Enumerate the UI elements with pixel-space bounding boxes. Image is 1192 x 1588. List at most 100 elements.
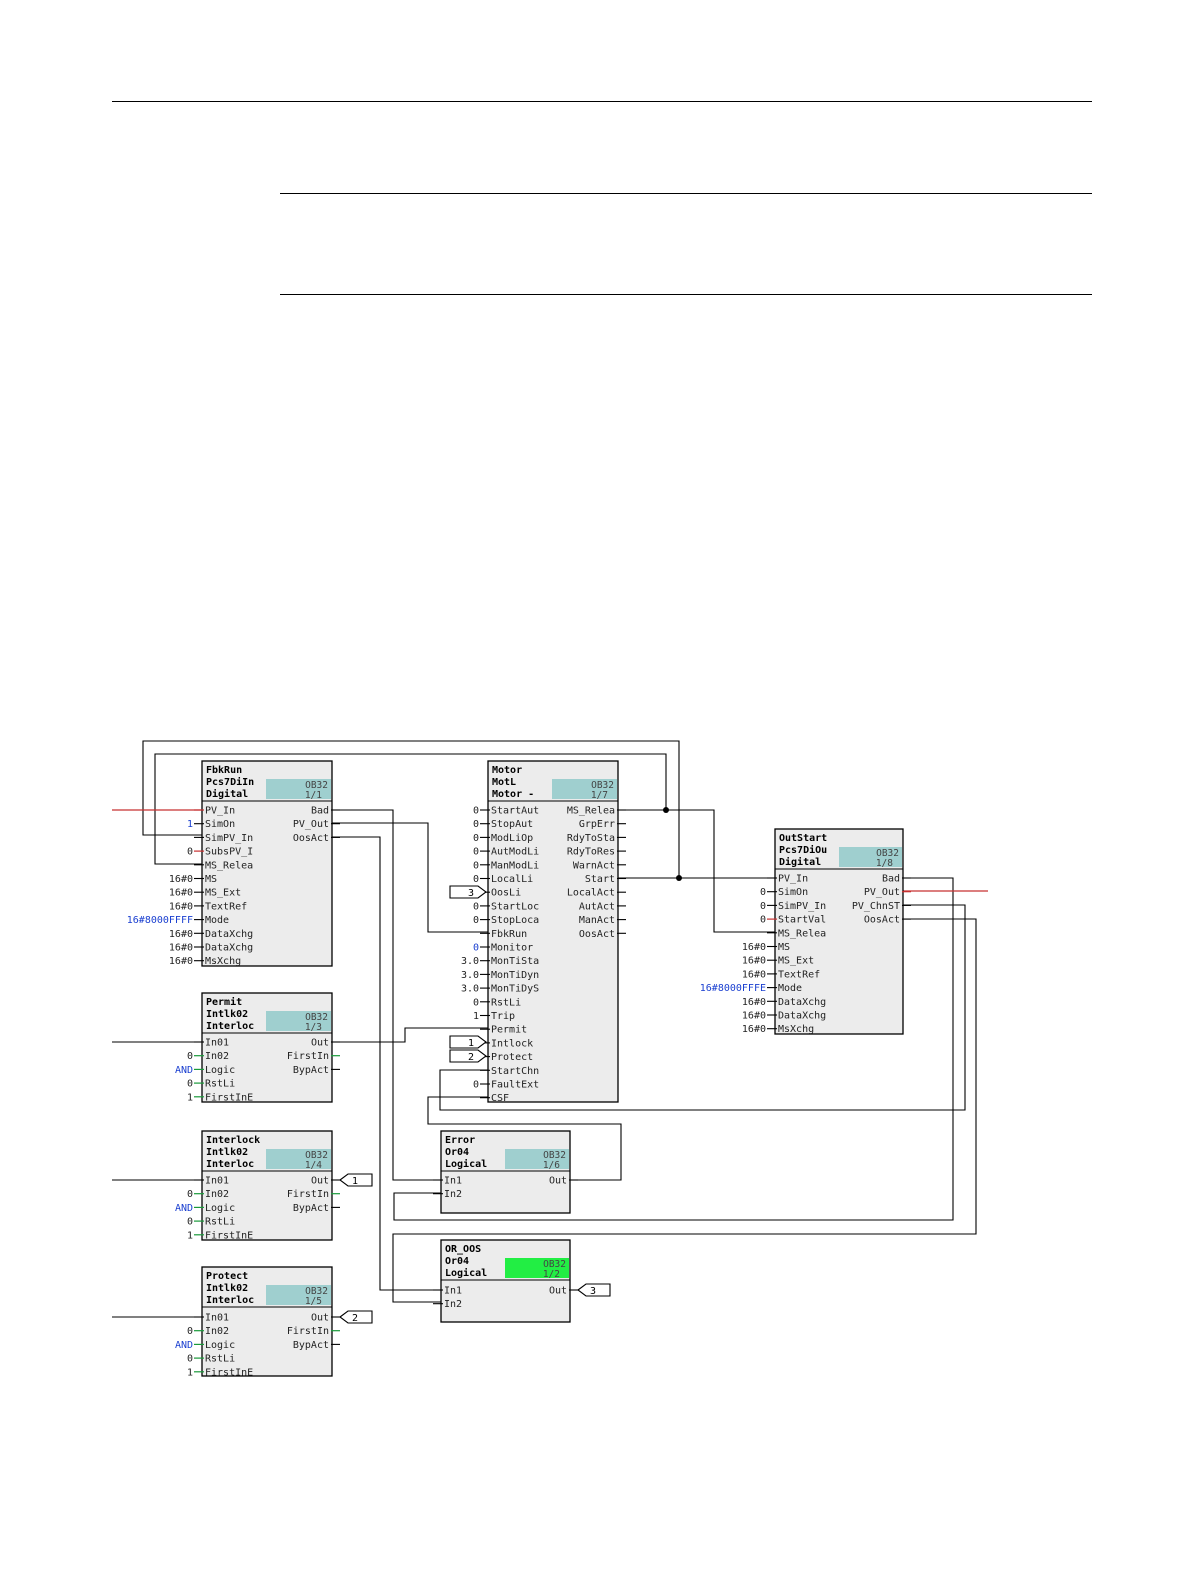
input-pin[interactable]: MsXchg (778, 1024, 814, 1035)
input-pin[interactable]: ModLiOp (491, 833, 533, 844)
input-pin[interactable]: FirstInE (205, 1230, 253, 1241)
input-pin[interactable]: In1 (444, 1176, 462, 1187)
input-pin[interactable]: In01 (205, 1176, 229, 1187)
input-value[interactable]: 16#0 (169, 943, 193, 954)
block-outstart[interactable]: OB321/8OutStartPcs7DiOuDigitalPV_InSimOn… (700, 828, 911, 1035)
output-pin[interactable]: FirstIn (287, 1326, 329, 1337)
input-value[interactable]: 0 (473, 819, 479, 830)
input-pin[interactable]: MS_Ext (778, 956, 814, 967)
input-pin[interactable]: TextRef (205, 901, 247, 912)
input-pin[interactable]: Logic (205, 1340, 235, 1351)
block-protect[interactable]: OB321/5ProtectIntlk02InterlocIn01In020Lo… (175, 1266, 340, 1378)
input-pin[interactable]: OosLi (491, 888, 521, 899)
input-pin[interactable]: SubsPV_I (205, 847, 253, 858)
connector-out-1[interactable]: 1 (339, 1173, 373, 1187)
input-value[interactable]: 0 (187, 847, 193, 858)
input-pin[interactable]: StartVal (778, 915, 826, 926)
connector-in-1[interactable]: 1 (449, 1035, 487, 1049)
output-pin[interactable]: Start (585, 874, 615, 885)
output-pin[interactable]: BypAct (293, 1203, 329, 1214)
input-pin[interactable]: FirstInE (205, 1092, 253, 1103)
input-value[interactable]: 16#0 (742, 969, 766, 980)
input-value[interactable]: 16#0 (169, 874, 193, 885)
input-pin[interactable]: MonTiDyS (491, 984, 539, 995)
input-pin[interactable]: StartLoc (491, 901, 539, 912)
input-value[interactable]: 3.0 (461, 956, 479, 967)
input-value[interactable]: 0 (187, 1189, 193, 1200)
input-pin[interactable]: Permit (491, 1025, 527, 1036)
input-pin[interactable]: In1 (444, 1286, 462, 1297)
input-pin[interactable]: DataXchg (778, 997, 826, 1008)
input-pin[interactable]: MS (205, 874, 217, 885)
input-pin[interactable]: RstLi (491, 997, 521, 1008)
input-value[interactable]: 1 (473, 1011, 479, 1022)
input-pin[interactable]: In2 (444, 1299, 462, 1310)
input-value[interactable]: 16#0 (169, 929, 193, 940)
input-value[interactable]: 1 (187, 1367, 193, 1378)
input-pin[interactable]: Intlock (491, 1038, 533, 1049)
input-pin[interactable]: MS_Relea (778, 928, 826, 939)
input-value[interactable]: 16#0 (742, 1024, 766, 1035)
input-value[interactable]: 16#8000FFFF (127, 915, 193, 926)
input-value[interactable]: 0 (473, 915, 479, 926)
output-pin[interactable]: BypAct (293, 1340, 329, 1351)
output-pin[interactable]: Out (311, 1313, 329, 1324)
input-pin[interactable]: StopLoca (491, 915, 539, 926)
input-value[interactable]: 0 (187, 1354, 193, 1365)
input-value[interactable]: 0 (187, 1051, 193, 1062)
input-value[interactable]: 0 (760, 901, 766, 912)
input-pin[interactable]: In01 (205, 1038, 229, 1049)
input-value[interactable]: 16#0 (742, 942, 766, 953)
input-pin[interactable]: MonTiSta (491, 956, 539, 967)
connector-out-2[interactable]: 2 (339, 1310, 373, 1324)
input-pin[interactable]: TextRef (778, 969, 820, 980)
input-pin[interactable]: StartAut (491, 806, 539, 817)
input-pin[interactable]: StartChn (491, 1066, 539, 1077)
input-value[interactable]: 0 (473, 833, 479, 844)
input-value[interactable]: 1 (187, 1092, 193, 1103)
output-pin[interactable]: GrpErr (579, 819, 615, 830)
input-pin[interactable]: FbkRun (491, 929, 527, 940)
input-value[interactable]: 1 (187, 819, 193, 830)
output-pin[interactable]: FirstIn (287, 1051, 329, 1062)
input-value[interactable]: AND (175, 1340, 193, 1351)
input-pin[interactable]: DataXchg (205, 929, 253, 940)
input-pin[interactable]: PV_In (205, 806, 235, 817)
output-pin[interactable]: PV_Out (293, 819, 329, 830)
input-value[interactable]: 16#0 (742, 1011, 766, 1022)
input-value[interactable]: 0 (473, 1080, 479, 1091)
block-interlock[interactable]: OB321/4InterlockIntlk02InterlocIn01In020… (175, 1130, 340, 1241)
input-value[interactable]: 16#8000FFFE (700, 983, 766, 994)
output-pin[interactable]: OosAct (864, 915, 900, 926)
connector-out-3[interactable]: 3 (577, 1283, 611, 1297)
input-value[interactable]: AND (175, 1203, 193, 1214)
output-pin[interactable]: OosAct (579, 929, 615, 940)
input-pin[interactable]: In2 (444, 1189, 462, 1200)
input-pin[interactable]: In02 (205, 1189, 229, 1200)
output-pin[interactable]: FirstIn (287, 1189, 329, 1200)
input-pin[interactable]: AutModLi (491, 847, 539, 858)
input-pin[interactable]: Protect (491, 1052, 533, 1063)
input-pin[interactable]: FaultExt (491, 1080, 539, 1091)
input-value[interactable]: 0 (187, 1079, 193, 1090)
input-pin[interactable]: MS_Relea (205, 860, 253, 871)
input-pin[interactable]: Monitor (491, 943, 533, 954)
input-pin[interactable]: CSF (491, 1093, 509, 1104)
output-pin[interactable]: Out (549, 1176, 567, 1187)
input-value[interactable]: 3.0 (461, 970, 479, 981)
input-value[interactable]: 1 (187, 1230, 193, 1241)
input-pin[interactable]: SimPV_In (778, 901, 826, 912)
input-value[interactable]: 0 (473, 874, 479, 885)
output-pin[interactable]: RdyToSta (567, 833, 615, 844)
output-pin[interactable]: Bad (882, 874, 900, 885)
input-pin[interactable]: DataXchg (205, 943, 253, 954)
input-pin[interactable]: SimPV_In (205, 833, 253, 844)
input-value[interactable]: 3.0 (461, 984, 479, 995)
input-value[interactable]: 0 (187, 1217, 193, 1228)
input-value[interactable]: 0 (473, 943, 479, 954)
input-pin[interactable]: SimOn (205, 819, 235, 830)
input-pin[interactable]: LocalLi (491, 874, 533, 885)
